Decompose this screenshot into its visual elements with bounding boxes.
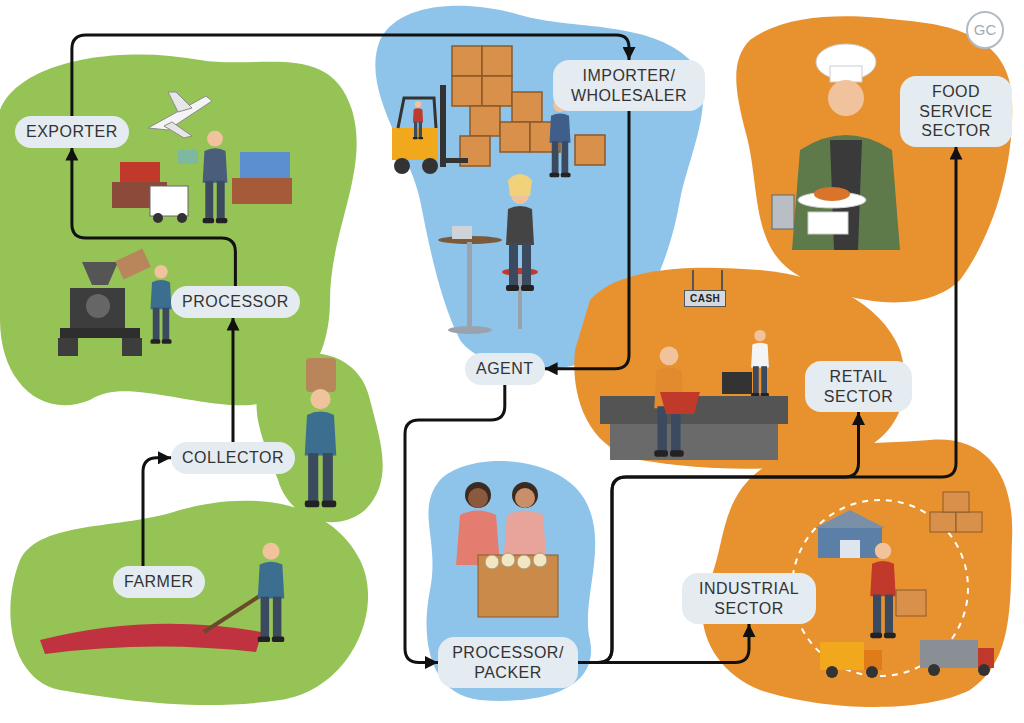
stage-pill: COLLECTOR: [171, 442, 295, 474]
stage-label: RETAIL SECTOR: [816, 367, 901, 406]
stage-label: FOOD SERVICE SECTOR: [911, 82, 1001, 141]
flow-arrow: [578, 624, 749, 663]
stage-label: INDUSTRIAL SECTOR: [693, 579, 805, 618]
flow-arrow: [578, 147, 956, 663]
chef-figure: [772, 44, 900, 250]
flow-arrow: [405, 385, 505, 663]
stage-label: COLLECTOR: [182, 448, 284, 468]
collector-figure: [305, 358, 337, 507]
flow-arrow: [578, 412, 859, 663]
stage-label: IMPORTER/ WHOLESALER: [564, 66, 694, 105]
export-scene: [112, 92, 292, 223]
stage-pill: PROCESSOR: [171, 286, 300, 318]
stage-label: FARMER: [124, 572, 194, 592]
farmer-figure: [40, 543, 284, 654]
flow-arrow: [545, 111, 629, 369]
stage-pill: EXPORTER: [15, 116, 129, 148]
stage-pill: PROCESSOR/ PACKER: [438, 637, 578, 688]
region-blobs: [0, 6, 1012, 707]
stage-pill: RETAIL SECTOR: [805, 361, 912, 412]
stage-label: AGENT: [476, 359, 534, 379]
flow-arrow: [72, 35, 629, 116]
flow-arrow: [232, 318, 235, 443]
processing-scene: [58, 249, 172, 356]
stage-pill: IMPORTER/ WHOLESALER: [553, 60, 705, 111]
watermark: GC: [966, 11, 1004, 49]
packing-scene: [456, 482, 558, 617]
stage-pill: FOOD SERVICE SECTOR: [900, 76, 1012, 147]
stage-pill: INDUSTRIAL SECTOR: [682, 573, 816, 624]
flow-arrow: [143, 458, 171, 566]
stage-label: PROCESSOR/ PACKER: [449, 643, 567, 682]
stage-pill: FARMER: [113, 566, 205, 598]
sign-text: CASH: [684, 290, 726, 307]
stage-pill: AGENT: [465, 353, 545, 385]
flow-arrow: [72, 148, 236, 287]
stage-label: PROCESSOR: [182, 292, 289, 312]
industrial-scene: [792, 492, 994, 678]
stage-label: EXPORTER: [26, 122, 118, 142]
